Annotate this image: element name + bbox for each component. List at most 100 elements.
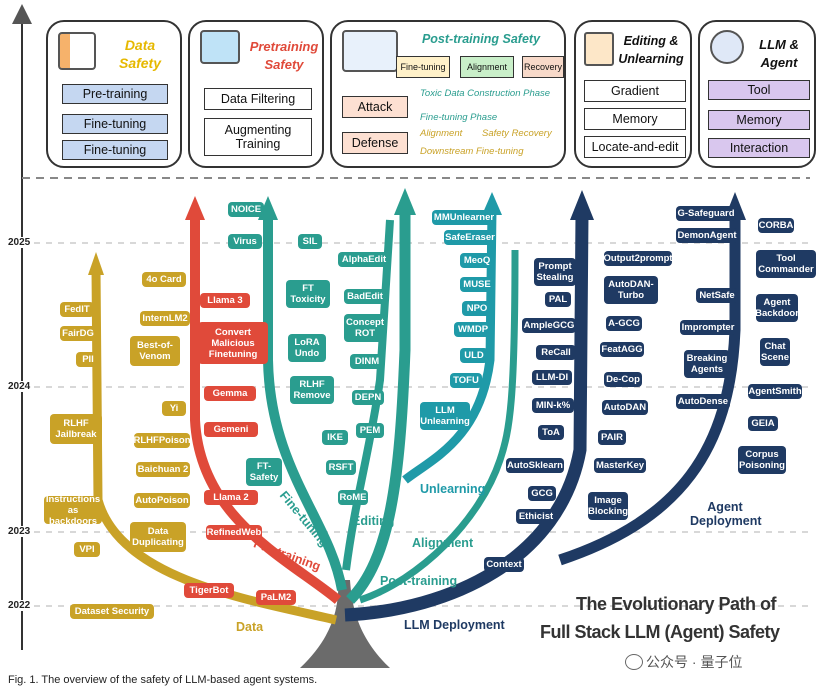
pretraining-node-baichuan2[interactable]: Baichuan 2: [136, 462, 190, 477]
editing-item-locate-and-edit[interactable]: Locate-and-edit: [584, 136, 686, 158]
post-tab-alignment[interactable]: Alignment: [460, 56, 514, 78]
alignment-node-amplegcg[interactable]: AmpleGCG: [522, 318, 576, 333]
data-item-finetuning-1[interactable]: Fine-tuning: [62, 114, 168, 134]
agent-node-autodense[interactable]: AutoDense: [676, 394, 730, 409]
unlearning-node-uld[interactable]: ULD: [460, 348, 488, 363]
agent-node-agent-backdoor[interactable]: Agent Backdoor: [755, 294, 799, 322]
pretraining-item-augmenting-training[interactable]: Augmenting Training: [204, 118, 312, 156]
data-node-dataset-security[interactable]: Dataset Security: [70, 604, 154, 619]
finetuning-node-noice[interactable]: NOICE: [228, 202, 264, 217]
pretraining-node-tigerbot[interactable]: TigerBot: [184, 583, 234, 598]
agent-node-g-safeguard[interactable]: G-Safeguard: [676, 206, 736, 221]
alignment-node-pal[interactable]: PAL: [545, 292, 571, 307]
unlearning-node-meoq[interactable]: MeoQ: [460, 253, 494, 268]
diagram-title-line1: The Evolutionary Path of: [576, 594, 777, 614]
pretraining-node-rlhfpoison[interactable]: RLHFPoison: [133, 433, 191, 448]
alignment-node-gcg[interactable]: GCG: [528, 486, 556, 501]
alignment-node-toa[interactable]: ToA: [538, 425, 564, 440]
finetuning-node-virus[interactable]: Virus: [228, 234, 262, 249]
alignment-node-context[interactable]: Context: [484, 557, 524, 572]
pretraining-item-data-filtering[interactable]: Data Filtering: [204, 88, 312, 110]
alignment-node-recall[interactable]: ReCall: [536, 345, 576, 360]
pretraining-node-refinedweb[interactable]: RefinedWeb: [206, 525, 262, 540]
editing-node-concept-rot[interactable]: Concept ROT: [344, 314, 386, 342]
agent-item-interaction[interactable]: Interaction: [708, 138, 810, 158]
alignment-node-ethicist[interactable]: Ethicist: [516, 509, 556, 524]
finetuning-node-rlhf-remove[interactable]: RLHF Remove: [290, 376, 334, 404]
agent-node-image-blocking[interactable]: Image Blocking: [588, 492, 628, 520]
data-node-pii[interactable]: PII: [76, 352, 100, 367]
data-item-pretraining[interactable]: Pre-training: [62, 84, 168, 104]
finetuning-node-rome[interactable]: RoME: [338, 490, 368, 505]
agent-node-agentsmith[interactable]: AgentSmith: [748, 384, 802, 399]
agent-node-output2prompt[interactable]: Output2prompt: [603, 251, 673, 266]
agent-node-demonagent[interactable]: DemonAgent: [676, 228, 738, 243]
pretraining-node-llama2[interactable]: Llama 2: [204, 490, 258, 505]
finetuning-node-lora-undo[interactable]: LoRA Undo: [288, 334, 326, 362]
finetuning-node-ft-toxicity[interactable]: FT Toxicity: [286, 280, 330, 308]
pretraining-node-internlm2[interactable]: InternLM2: [140, 311, 190, 326]
agent-node-tool-commander[interactable]: Tool Commander: [756, 250, 816, 278]
alignment-node-autosklearn[interactable]: AutoSklearn: [506, 458, 564, 473]
data-node-fedit[interactable]: FedIT: [60, 302, 94, 317]
pretraining-node-palm2[interactable]: PaLM2: [256, 590, 296, 605]
finetuning-node-sil[interactable]: SIL: [298, 234, 322, 249]
agent-node-de-cop[interactable]: De-Cop: [604, 372, 642, 387]
editing-item-gradient[interactable]: Gradient: [584, 80, 686, 102]
agent-node-breaking-agents[interactable]: Breaking Agents: [684, 350, 730, 378]
agent-node-netsafe[interactable]: NetSafe: [696, 288, 738, 303]
editing-node-badedit[interactable]: BadEdit: [344, 289, 386, 304]
editing-node-pem[interactable]: PEM: [356, 423, 384, 438]
pretraining-node-best-of-venom[interactable]: Best-of-Venom: [130, 336, 180, 366]
data-item-finetuning-2[interactable]: Fine-tuning: [62, 140, 168, 160]
post-defense-button[interactable]: Defense: [342, 132, 408, 154]
unlearning-node-tofu[interactable]: TOFU: [450, 373, 482, 388]
pretraining-node-data-duplicating[interactable]: Data Duplicating: [130, 522, 186, 552]
finetuning-node-rsft[interactable]: RSFT: [326, 460, 356, 475]
finetuning-node-ft-safety[interactable]: FT-Safety: [246, 458, 282, 486]
alignment-node-min-k[interactable]: MIN-k%: [532, 398, 574, 413]
data-node-fairdg[interactable]: FairDG: [60, 326, 96, 341]
agent-node-autodan[interactable]: AutoDAN: [602, 400, 648, 415]
agent-node-pair[interactable]: PAIR: [598, 430, 626, 445]
pretraining-node-gemeni[interactable]: Gemeni: [204, 422, 258, 437]
pretraining-node-4o-card[interactable]: 4o Card: [142, 272, 186, 287]
agent-node-a-gcg[interactable]: A-GCG: [606, 316, 642, 331]
editing-node-dinm[interactable]: DINM: [350, 354, 384, 369]
post-tab-finetuning[interactable]: Fine-tuning: [396, 56, 450, 78]
editing-node-depn[interactable]: DEPN: [352, 390, 384, 405]
data-node-instructions-backdoors[interactable]: Instructions as backdoors: [44, 493, 102, 527]
agent-node-featagg[interactable]: FeatAGG: [600, 342, 644, 357]
agent-node-autodan-turbo[interactable]: AutoDAN-Turbo: [604, 276, 658, 304]
alignment-node-llm-di[interactable]: LLM-DI: [532, 370, 572, 385]
unlearning-node-safeeraser[interactable]: SafeEraser: [444, 230, 496, 245]
agent-node-chat-scene[interactable]: Chat Scene: [760, 338, 790, 366]
agent-item-memory[interactable]: Memory: [708, 110, 810, 130]
unlearning-node-llm-unlearning[interactable]: LLM Unlearning: [420, 402, 470, 430]
robot-icon: [710, 30, 744, 64]
agent-item-tool[interactable]: Tool: [708, 80, 810, 100]
pretraining-node-autopoison[interactable]: AutoPoison: [134, 493, 190, 508]
agent-node-masterkey[interactable]: MasterKey: [594, 458, 646, 473]
agent-node-imprompter[interactable]: Imprompter: [680, 320, 736, 335]
post-tab-recovery[interactable]: Recovery: [522, 56, 564, 78]
pretraining-node-gemma[interactable]: Gemma: [204, 386, 256, 401]
finetuning-node-ike[interactable]: IKE: [322, 430, 348, 445]
editing-node-alphaedit[interactable]: AlphaEdit: [338, 252, 390, 267]
agent-node-corba[interactable]: CORBA: [758, 218, 794, 233]
agent-node-corpus-poisoning[interactable]: Corpus Poisoning: [738, 446, 786, 474]
unlearning-node-wmdp[interactable]: WMDP: [454, 322, 492, 337]
pretraining-node-llama3[interactable]: Llama 3: [200, 293, 250, 308]
data-node-vpi[interactable]: VPI: [74, 542, 100, 557]
editing-unlearning-card: Editing & Unlearning Gradient Memory Loc…: [574, 20, 692, 168]
unlearning-node-mmunlearner[interactable]: MMUnlearner: [432, 210, 496, 225]
agent-node-geia[interactable]: GEIA: [748, 416, 778, 431]
unlearning-node-npo[interactable]: NPO: [462, 301, 492, 316]
editing-item-memory[interactable]: Memory: [584, 108, 686, 130]
pretraining-node-convert-malicious[interactable]: Convert Malicious Finetuning: [198, 322, 268, 364]
post-attack-button[interactable]: Attack: [342, 96, 408, 118]
unlearning-node-muse[interactable]: MUSE: [460, 277, 494, 292]
alignment-node-prompt-stealing[interactable]: Prompt Stealing: [534, 258, 576, 286]
data-node-rlhf-jailbreak[interactable]: RLHF Jailbreak: [50, 414, 102, 444]
pretraining-node-yi[interactable]: Yi: [162, 401, 186, 416]
